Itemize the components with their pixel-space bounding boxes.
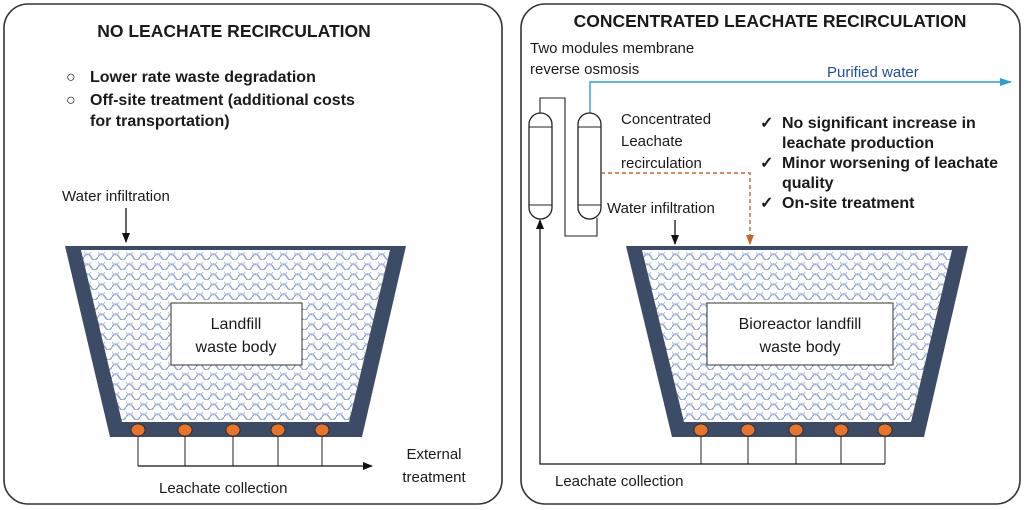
left-bullet-1-text: Lower rate waste degradation xyxy=(90,69,316,86)
left-drain-nodes xyxy=(130,423,330,437)
check-1-line-1: No significant increase in xyxy=(782,115,976,132)
left-bullet-2-marker: ○ xyxy=(66,92,76,109)
left-bullet-2-text-line-2: for transportation) xyxy=(90,113,230,130)
purified-water-label: Purified water xyxy=(827,64,919,81)
right-leachate-collection-label: Leachate collection xyxy=(555,473,683,490)
check-1-marker: ✓ xyxy=(760,115,773,132)
left-waste-body-box xyxy=(170,302,303,366)
left-waste-body-line-2: waste body xyxy=(195,339,277,356)
concentrated-recirculation-arrow xyxy=(601,172,754,245)
left-external-treatment-line-1: External xyxy=(406,446,461,463)
membrane-module-1 xyxy=(528,112,553,220)
right-waste-body-line-1: Bioreactor landfill xyxy=(739,316,862,333)
left-bullet-2-text-line-1: Off-site treatment (additional costs xyxy=(90,92,355,109)
left-leachate-collection-label: Leachate collection xyxy=(159,480,287,497)
purified-water-arrow xyxy=(589,78,1012,117)
concentrated-label-line-3: recirculation xyxy=(621,155,702,172)
right-title: CONCENTRATED LEACHATE RECIRCULATION xyxy=(574,11,967,31)
right-panel: CONCENTRATED LEACHATE RECIRCULATION Two … xyxy=(520,3,1021,505)
right-water-infiltration-label: Water infiltration xyxy=(607,200,715,217)
check-2-line-2: quality xyxy=(782,175,834,192)
right-collection-return-arrow xyxy=(536,219,885,465)
membrane-label-line-2: reverse osmosis xyxy=(530,61,639,78)
left-title: NO LEACHATE RECIRCULATION xyxy=(97,21,371,41)
left-water-infiltration-label: Water infiltration xyxy=(62,188,170,205)
check-1-line-2: leachate production xyxy=(782,135,934,152)
right-drain-nodes xyxy=(693,423,893,437)
check-2-marker: ✓ xyxy=(760,155,773,172)
right-waste-body-box xyxy=(706,302,894,366)
check-3-marker: ✓ xyxy=(760,195,773,212)
check-2-line-1: Minor worsening of leachate xyxy=(782,155,998,172)
left-bullet-1-marker: ○ xyxy=(66,69,76,86)
check-3-line-1: On-site treatment xyxy=(782,195,915,212)
concentrated-label-line-1: Concentrated xyxy=(621,111,711,128)
right-waste-body-line-2: waste body xyxy=(759,339,841,356)
left-external-treatment-line-2: treatment xyxy=(402,469,466,486)
left-panel: NO LEACHATE RECIRCULATION ○ Lower rate w… xyxy=(3,3,503,505)
membrane-module-2 xyxy=(577,112,602,220)
concentrated-label-line-2: Leachate xyxy=(621,133,683,150)
membrane-label-line-1: Two modules membrane xyxy=(530,40,694,57)
left-waste-body-line-1: Landfill xyxy=(211,316,262,333)
membrane-connector xyxy=(539,97,598,237)
